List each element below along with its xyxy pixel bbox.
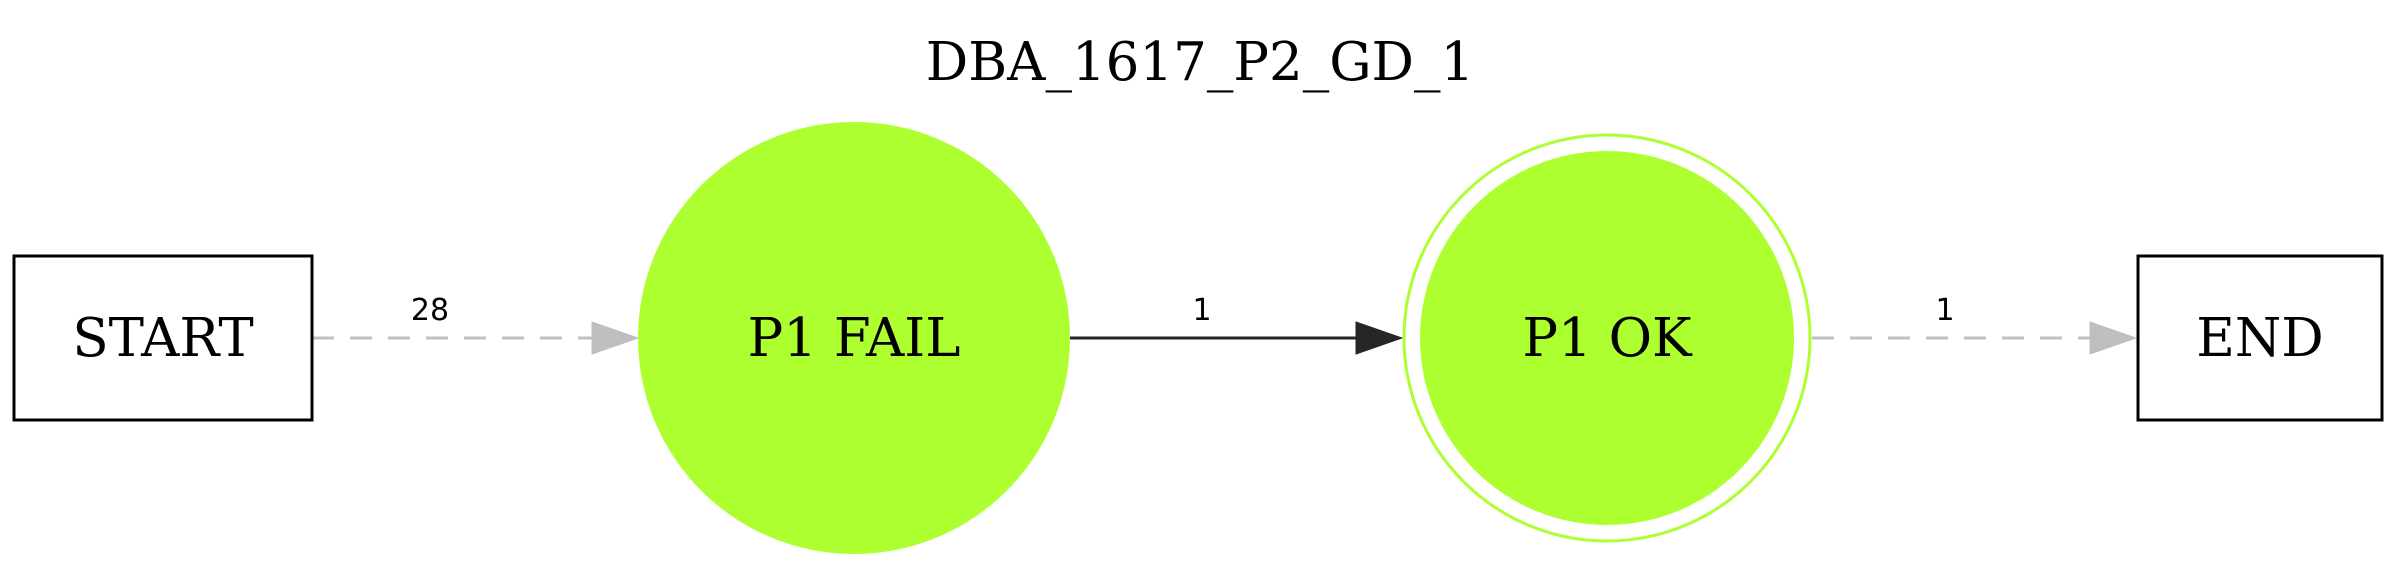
- node-p1-ok-outer-ring: [1402, 133, 1812, 543]
- node-p1-fail: P1 FAIL: [638, 122, 1070, 554]
- edge-start-to-p1-fail: 28: [312, 293, 640, 355]
- edge-p1-fail-to-p1-ok: 1: [1070, 293, 1404, 355]
- diagram-title: DBA_1617_P2_GD_1: [926, 32, 1475, 93]
- node-p1-fail-circle: [638, 122, 1070, 554]
- node-end-box: [2136, 254, 2384, 422]
- edge-p1-ok-to-end-label: 1: [1935, 293, 1954, 328]
- node-p1-ok-label: P1 OK: [1522, 308, 1693, 369]
- node-p1-ok-circle: [1420, 151, 1794, 525]
- node-start-box: [12, 254, 314, 422]
- node-end: END: [2136, 254, 2384, 422]
- edge-p1-ok-to-end: 1: [1812, 293, 2138, 355]
- node-start: START: [12, 254, 314, 422]
- node-p1-ok: P1 OK: [1402, 133, 1812, 543]
- edge-p1-ok-to-end-arrowhead: [2089, 321, 2138, 355]
- node-p1-fail-label: P1 FAIL: [748, 308, 961, 369]
- edge-start-to-p1-fail-arrowhead: [591, 321, 640, 355]
- node-start-label: START: [72, 308, 253, 369]
- edge-p1-fail-to-p1-ok-arrowhead: [1355, 321, 1404, 355]
- edge-p1-fail-to-p1-ok-label: 1: [1192, 293, 1211, 328]
- node-end-label: END: [2196, 308, 2324, 369]
- edge-start-to-p1-fail-label: 28: [411, 293, 449, 328]
